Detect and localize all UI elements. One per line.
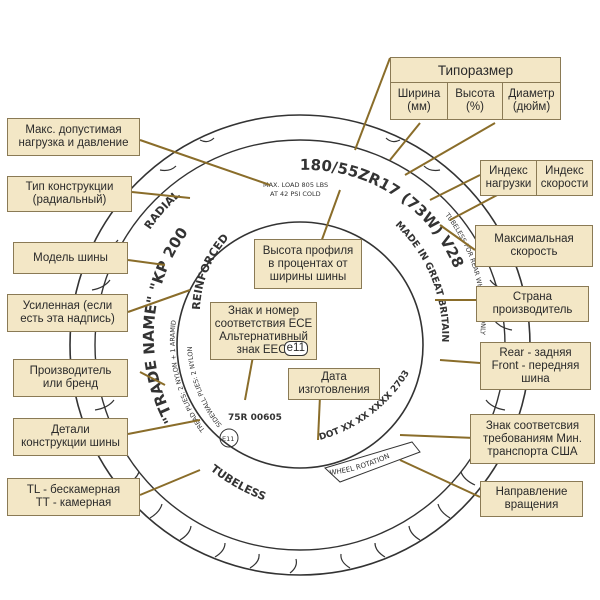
label-manufacture-date: Дата изготовления <box>288 368 380 400</box>
label-country: Страна производитель <box>476 286 589 322</box>
label-manufacturer: Производитель или бренд <box>13 359 128 397</box>
label-size-header: Типоразмер <box>390 57 561 83</box>
tire-wheel-rotation-text: WHEEL ROTATION <box>329 452 391 477</box>
tire-tubeless-text: TUBELESS <box>208 462 268 503</box>
label-rotation: Направление вращения <box>480 481 583 517</box>
label-speed-index: Индекс скорости <box>536 160 593 196</box>
label-ece-text: Знак и номер соответствия ECE Альтернати… <box>214 305 313 356</box>
tire-max-load-2: AT 42 PSI COLD <box>270 190 321 198</box>
rotation-arrow-shape <box>324 441 421 483</box>
label-width: Ширина (мм) <box>390 82 448 120</box>
label-diameter: Диаметр (дюйм) <box>502 82 561 120</box>
tire-ece-number-text: 75R 00605 <box>228 413 282 423</box>
rim-edge <box>176 221 424 469</box>
label-rear-front: Rear - задняя Front - передняя шина <box>480 342 591 390</box>
label-construction-details: Детали конструкции шины <box>13 418 128 456</box>
label-dot: Знак соответсвия требованиям Мин. трансп… <box>470 414 595 464</box>
tire-reinforced-text: REINFORCED <box>190 231 231 310</box>
label-aspect: Высота (%) <box>447 82 503 120</box>
ece-circle-mark <box>219 428 239 448</box>
label-ece-mark: e11 <box>283 341 308 356</box>
label-aspect-ratio: Высота профиля в процентах от ширины шин… <box>254 239 362 289</box>
label-max-load: Макс. допустимая нагрузка и давление <box>7 118 140 156</box>
label-ece: Знак и номер соответствия ECE Альтернати… <box>210 302 317 360</box>
label-max-speed: Максимальная скорость <box>475 225 593 267</box>
svg-text:WHEEL ROTATION: WHEEL ROTATION <box>329 452 391 477</box>
tire-max-load-1: MAX. LOAD 805 LBS <box>263 181 328 189</box>
label-model: Модель шины <box>13 242 128 274</box>
label-reinforced: Усиленная (если есть эта надпись) <box>7 294 128 332</box>
tire-ece-circle-text: E11 <box>222 435 234 443</box>
label-load-index: Индекс нагрузки <box>480 160 537 196</box>
svg-text:REINFORCED: REINFORCED <box>190 231 231 310</box>
svg-text:TUBELESS: TUBELESS <box>208 462 268 503</box>
label-tubeless: TL - бескамерная TT - камерная <box>7 478 140 516</box>
label-construction-type: Тип конструкции (радиальный) <box>7 176 132 212</box>
